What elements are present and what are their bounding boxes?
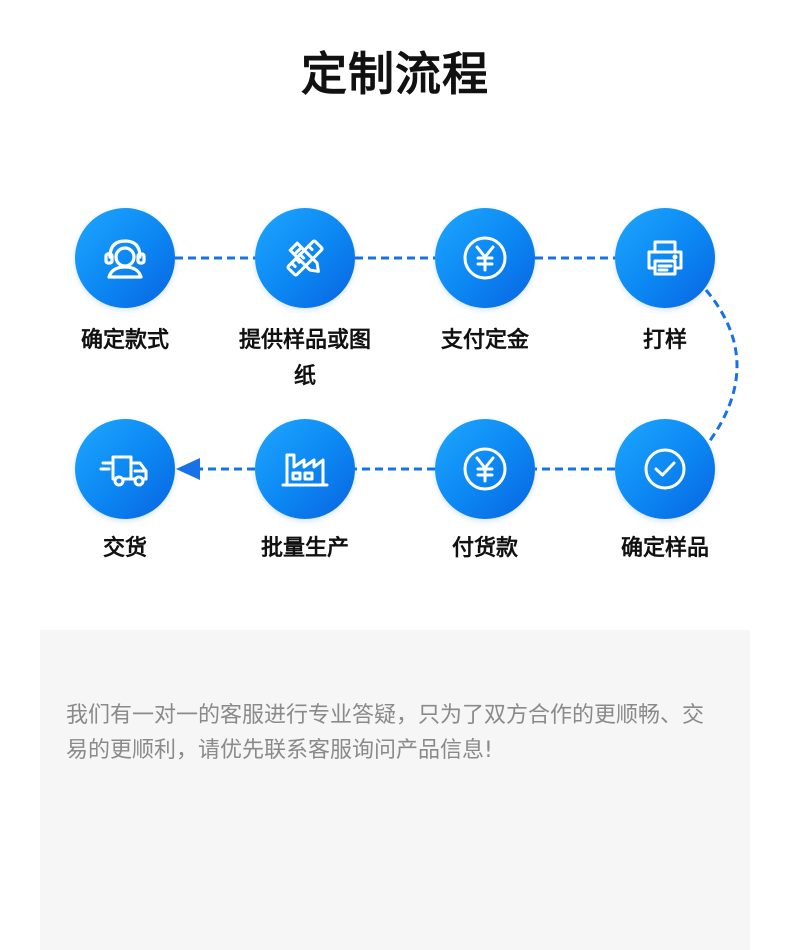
step-5-icon-badge xyxy=(615,419,715,519)
step-7-icon-badge xyxy=(255,419,355,519)
arrow-head xyxy=(176,458,200,480)
factory-icon xyxy=(281,453,329,487)
step-label: 支付定金 xyxy=(440,328,529,353)
yen-coin-icon xyxy=(463,447,507,491)
page-title: 定制流程 xyxy=(301,47,489,101)
printer-icon xyxy=(647,240,683,276)
delivery-truck-icon xyxy=(99,455,148,487)
step-4-icon-badge xyxy=(615,208,715,308)
step-label: 付货款 xyxy=(451,536,518,561)
step-label: 批量生产 xyxy=(260,536,349,561)
check-circle-icon xyxy=(644,448,686,490)
step-2-icon-badge xyxy=(255,208,355,308)
customer-service-icon xyxy=(104,239,146,279)
step-label: 打样 xyxy=(642,328,687,353)
info-panel: 我们有一对一的客服进行专业答疑，只为了双方合作的更顺畅、交易的更顺利，请优先联系… xyxy=(40,630,750,950)
yen-coin-icon xyxy=(463,236,507,280)
pencil-ruler-icon xyxy=(286,239,324,277)
info-text: 我们有一对一的客服进行专业答疑，只为了双方合作的更顺畅、交易的更顺利，请优先联系… xyxy=(66,703,705,763)
step-6-icon-badge xyxy=(435,419,535,519)
step-1-icon-badge xyxy=(75,208,175,308)
step-3-icon-badge xyxy=(435,208,535,308)
step-label: 提供样品或图纸 xyxy=(238,328,371,389)
connector-4-5 xyxy=(704,289,739,447)
step-label: 确定样品 xyxy=(620,536,709,561)
step-label: 确定款式 xyxy=(80,328,169,353)
step-label: 交货 xyxy=(102,536,147,561)
step-8-icon-badge xyxy=(75,419,175,519)
process-connectors xyxy=(175,256,739,480)
